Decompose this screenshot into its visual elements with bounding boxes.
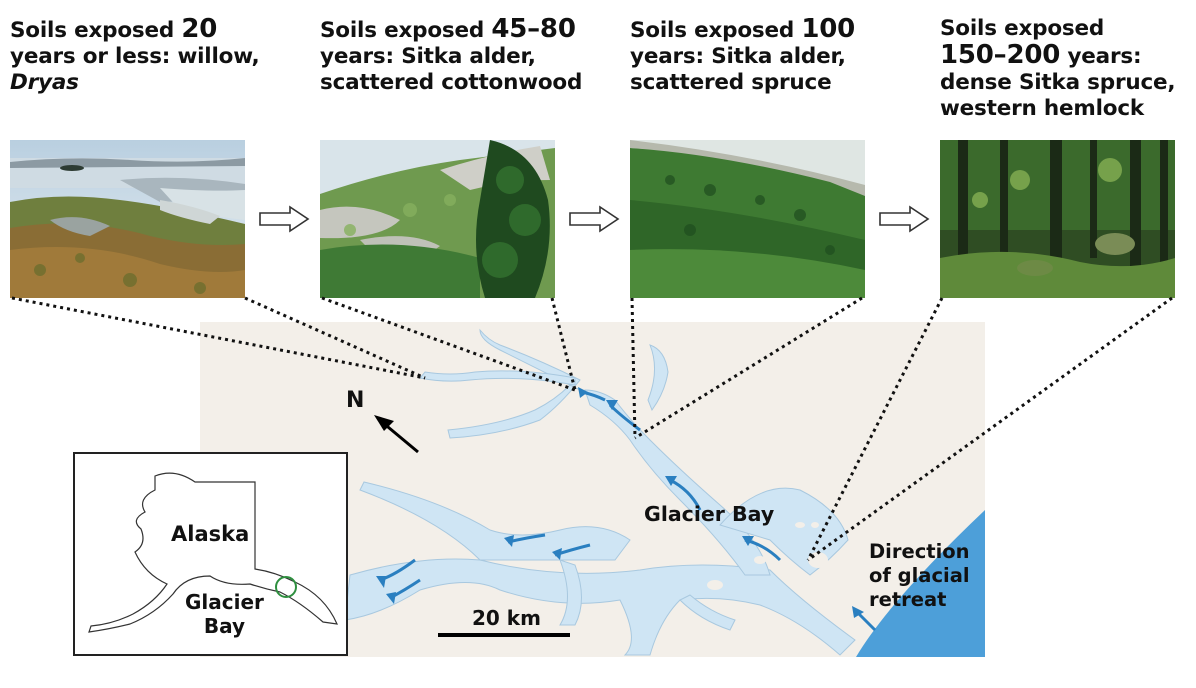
stage-1-line2: years or less: willow,: [10, 44, 260, 69]
stage-2-caption: Soils exposed 45–80 years: Sitka alder, …: [320, 16, 582, 96]
retreat-label-line1: Direction: [869, 540, 970, 563]
arrowheads: [376, 387, 864, 618]
stage-1-line3: Dryas: [10, 70, 79, 95]
stage-4-caption: Soils exposed 150–200 years: dense Sitka…: [940, 16, 1176, 122]
arrow-right-icon: [259, 205, 310, 233]
photo-spruce-hemlock: [940, 140, 1175, 298]
retreat-label: Direction of glacial retreat: [869, 540, 970, 612]
stage-2-years: 45–80: [491, 14, 576, 44]
location-circle-icon: [275, 576, 297, 598]
stage-1-prefix: Soils exposed: [10, 18, 182, 43]
stage-3-caption: Soils exposed 100 years: Sitka alder, sc…: [630, 16, 855, 96]
stage-3-line2: years: Sitka alder,: [630, 44, 846, 69]
stage-2-prefix: Soils exposed: [320, 18, 492, 43]
stage-2-line3: scattered cottonwood: [320, 70, 583, 95]
stage-4-line4: western hemlock: [940, 96, 1144, 121]
stage-4-years: 150–200: [940, 40, 1061, 70]
stage-4-years-suffix: years:: [1060, 44, 1142, 69]
stage-4-prefix: Soils exposed: [940, 16, 1105, 41]
scale-label: 20 km: [472, 606, 541, 630]
photo-willow-dryas: [10, 140, 245, 298]
inset-place-line1: Glacier: [185, 590, 264, 614]
stage-3-years: 100: [801, 14, 856, 44]
photo-sitka-alder-cottonwood: [320, 140, 555, 298]
inset-glacier-bay-label: Glacier Bay: [185, 590, 264, 638]
glacier-bay-label: Glacier Bay: [644, 502, 775, 526]
retreat-label-line3: retreat: [869, 588, 947, 611]
photo-sitka-alder-spruce: [630, 140, 865, 298]
stage-3-prefix: Soils exposed: [630, 18, 802, 43]
inset-place-line2: Bay: [203, 614, 246, 638]
stage-4-line3: dense Sitka spruce,: [940, 70, 1176, 95]
stage-3-line3: scattered spruce: [630, 70, 832, 95]
inset-alaska-label: Alaska: [171, 522, 250, 546]
stage-1-years: 20: [181, 14, 218, 44]
stage-2-line2: years: Sitka alder,: [320, 44, 536, 69]
alaska-outline: [88, 472, 338, 633]
arrow-right-icon: [569, 205, 620, 233]
retreat-label-line2: of glacial: [869, 564, 970, 587]
north-arrow-icon: [374, 415, 419, 454]
north-label: N: [346, 388, 365, 413]
alaska-inset-map: Alaska Glacier Bay: [73, 452, 348, 656]
arrow-right-icon: [879, 205, 930, 233]
stage-1-caption: Soils exposed 20 years or less: willow, …: [10, 14, 260, 96]
